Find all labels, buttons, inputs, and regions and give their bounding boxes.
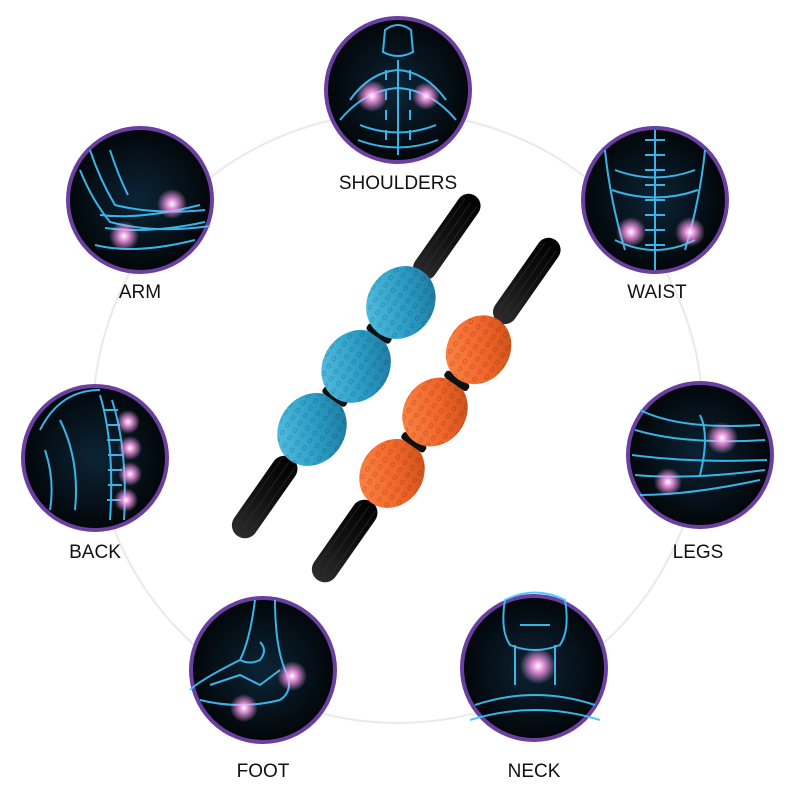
- foot-xray-icon: [189, 596, 337, 744]
- zone-label-legs: LEGS: [673, 542, 724, 563]
- massage-roller-stick-orange: [311, 237, 561, 583]
- neck-xray-icon: [460, 591, 608, 742]
- zone-label-foot: FOOT: [237, 761, 290, 782]
- back-xray-icon: [21, 384, 169, 532]
- zone-label-arm: ARM: [119, 282, 161, 303]
- zone-label-neck: NECK: [508, 761, 561, 782]
- zone-label-back: BACK: [69, 542, 121, 563]
- legs-xray-icon: [626, 381, 774, 529]
- massage-roller-stick-blue: [231, 193, 481, 539]
- arm-xray-icon: [66, 126, 214, 274]
- zone-label-waist: WAIST: [627, 282, 687, 303]
- shoulders-xray-icon: [324, 16, 472, 164]
- zone-label-shoulders: SHOULDERS: [339, 173, 457, 194]
- waist-xray-icon: [581, 126, 729, 274]
